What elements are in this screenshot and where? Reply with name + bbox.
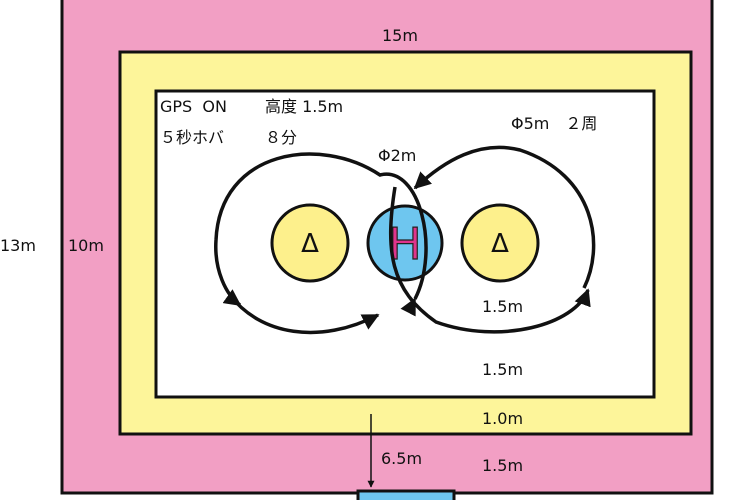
inner-height-label: 10m (68, 236, 104, 255)
inner-bottom-distance-label: 1.5m (482, 360, 524, 379)
start-distance-label: 6.5m (381, 449, 423, 468)
left-target-triangle-icon: Δ (301, 229, 319, 259)
left-target-circle (270, 203, 350, 283)
right-target-triangle-icon: Δ (491, 229, 509, 259)
right-target-distance-label: 1.5m (482, 297, 524, 316)
altitude-label: 高度 1.5m (265, 97, 344, 116)
outer-width-label: 15m (382, 26, 418, 45)
hover-time-label: ８分 (265, 128, 298, 147)
right-loop-upper-path (389, 186, 591, 334)
circle-spec-label: Φ5m ２周 (511, 114, 598, 133)
start-box (356, 489, 456, 500)
left-loop-upper-path (214, 152, 428, 317)
right-target-circle (460, 203, 540, 283)
hover-label: ５秒ホバ (160, 128, 225, 147)
right-loop-top-path (413, 145, 596, 289)
left-loop-lower-path (228, 293, 380, 335)
gps-label: GPS ON (160, 97, 227, 116)
outer-bottom-distance-label: 1.5m (482, 456, 524, 475)
helipad-diameter-label: Φ2m (378, 146, 417, 165)
helipad-h-icon: H (388, 219, 421, 270)
middle-bottom-distance-label: 1.0m (482, 409, 524, 428)
outer-height-label: 13m (0, 236, 36, 255)
